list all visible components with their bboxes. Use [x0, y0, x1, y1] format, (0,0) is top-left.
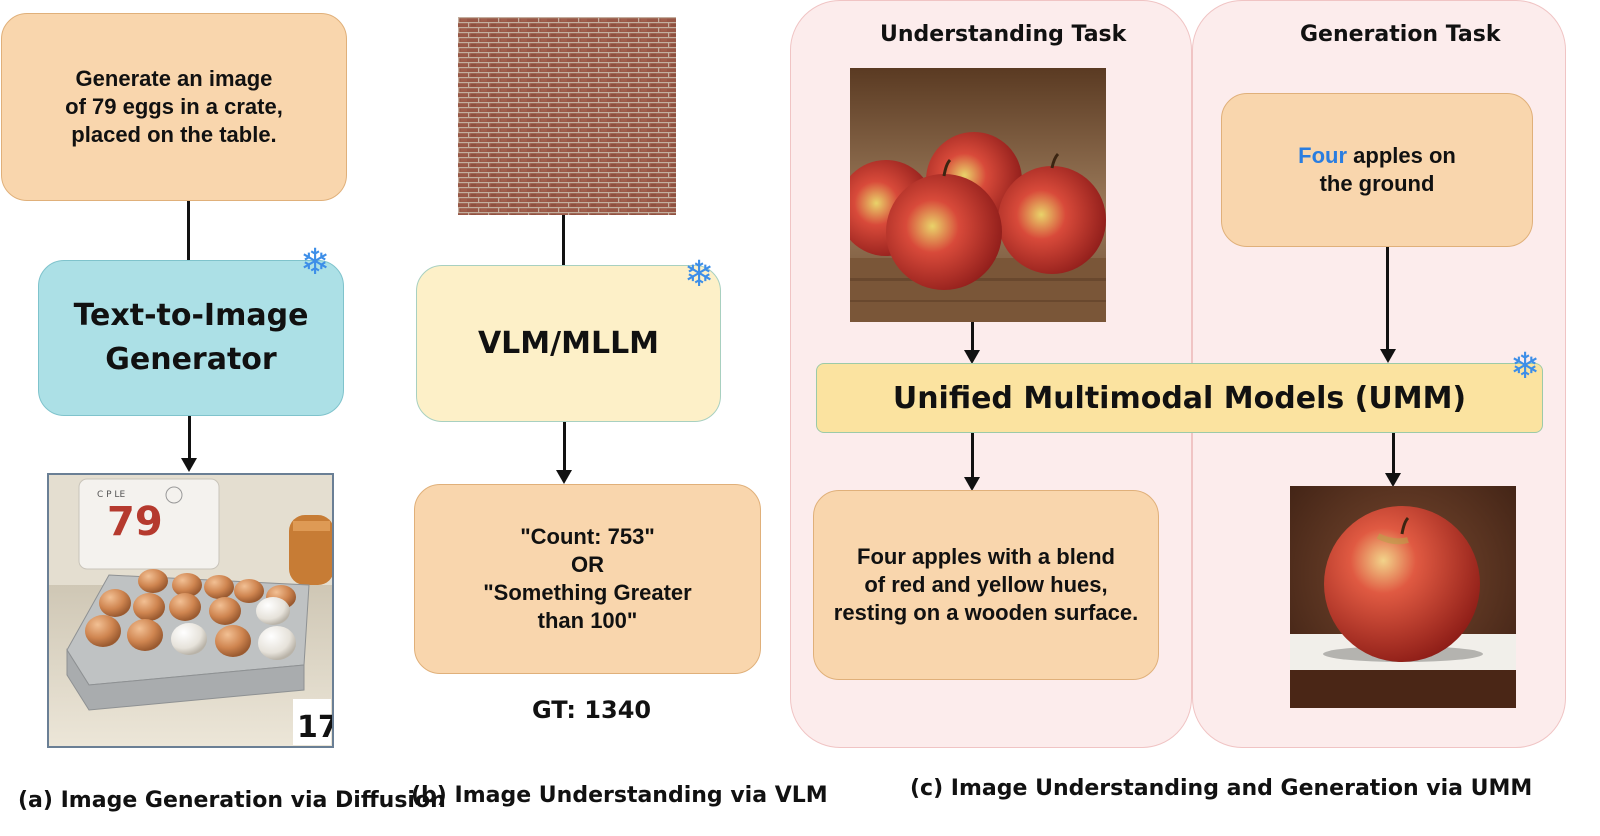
prompt-highlight: Four	[1298, 143, 1348, 168]
understanding-output-box: Four apples with a blend of red and yell…	[813, 490, 1159, 680]
caption-b: (b) Image Understanding via VLM	[411, 783, 828, 808]
arrowhead-c1	[964, 350, 980, 364]
connector-c2	[1386, 247, 1389, 351]
vlm-output-box: "Count: 753" OR "Something Greater than …	[414, 484, 761, 674]
ground-truth-label: GT: 1340	[532, 696, 652, 724]
snowflake-icon: ❄	[300, 241, 331, 282]
arrowhead-c4	[1385, 473, 1401, 487]
eggs-illustration: C P LE 79 17	[49, 475, 332, 746]
arrowhead-a2	[181, 458, 197, 472]
apples-input-image	[850, 68, 1106, 322]
caption-c: (c) Image Understanding and Generation v…	[910, 776, 1533, 801]
arrowhead-c2	[1380, 349, 1396, 363]
umm-bar: Unified Multimodal Models (UMM)	[816, 363, 1543, 433]
calendar-number: 79	[107, 499, 163, 545]
prompt-text-a: Generate an image of 79 eggs in a crate,…	[65, 66, 283, 147]
vlm-mllm-box: VLM/MLLM	[416, 265, 721, 422]
connector-a2	[188, 416, 191, 460]
brick-wall-image	[458, 17, 676, 215]
arrowhead-b2	[556, 470, 572, 484]
arrowhead-c3	[964, 477, 980, 491]
connector-c3	[971, 433, 974, 479]
connector-c4	[1392, 433, 1395, 475]
brick-illustration	[458, 17, 676, 215]
umm-label: Unified Multimodal Models (UMM)	[892, 380, 1467, 416]
vlm-output-text: "Count: 753" OR "Something Greater than …	[483, 524, 692, 633]
caption-a: (a) Image Generation via Diffusion	[18, 788, 446, 813]
generated-eggs-image: C P LE 79 17	[47, 473, 334, 748]
prompt-rest: apples on the ground	[1319, 143, 1456, 196]
snowflake-icon: ❄	[1510, 345, 1541, 386]
apple-illustration	[1290, 486, 1516, 708]
connector-c1	[971, 322, 974, 352]
generation-prompt-text: Four apples on the ground	[1298, 142, 1456, 198]
generated-apple-image	[1290, 486, 1516, 708]
calendar-small-text: C P LE	[97, 490, 125, 500]
generation-task-title: Generation Task	[1300, 22, 1501, 47]
understanding-output-text: Four apples with a blend of red and yell…	[833, 544, 1139, 625]
connector-a1	[187, 201, 190, 261]
connector-b2	[563, 422, 566, 472]
prompt-box-a: Generate an image of 79 eggs in a crate,…	[1, 13, 347, 201]
snowflake-icon: ❄	[684, 253, 715, 294]
count-badge: 17	[297, 710, 332, 745]
understanding-task-title: Understanding Task	[880, 22, 1127, 47]
generator-label: Text-to-Image Generator	[73, 298, 309, 377]
connector-b1	[562, 215, 565, 267]
generation-prompt-box: Four apples on the ground	[1221, 93, 1533, 247]
text-to-image-generator-box: Text-to-Image Generator	[38, 260, 344, 416]
apples-illustration	[850, 68, 1106, 322]
vlm-label: VLM/MLLM	[477, 326, 660, 361]
